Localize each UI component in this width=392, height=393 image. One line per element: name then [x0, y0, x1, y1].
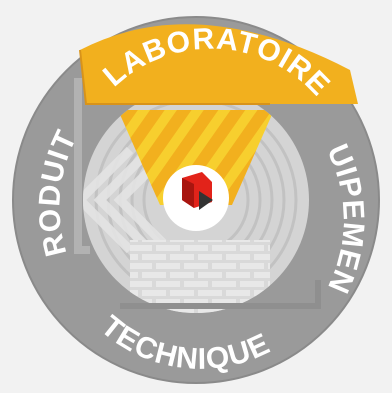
logo-icon: [163, 165, 229, 231]
bottom-bracket: [120, 280, 321, 309]
left-bracket: [74, 78, 90, 254]
accent-wedge: [118, 110, 274, 205]
top-banner: [80, 24, 358, 104]
